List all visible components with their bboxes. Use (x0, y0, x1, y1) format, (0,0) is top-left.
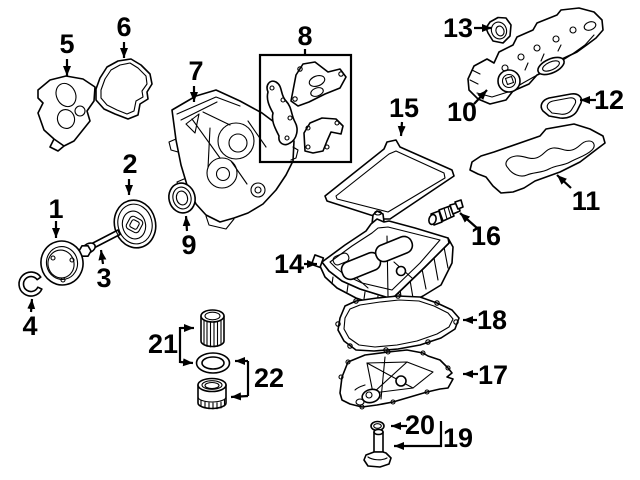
part-10-valve-cover (467, 7, 604, 105)
callout-22: 22 (230, 357, 284, 401)
callout-13: 13 (443, 13, 492, 43)
part-11-valve-cover-gasket (469, 123, 606, 194)
callout-11: 11 (556, 174, 601, 216)
callout-17-label: 17 (478, 360, 508, 390)
part-8-gasket-set (258, 53, 353, 164)
part-2-damper-pulley (113, 199, 157, 249)
callout-14: 14 (274, 249, 317, 279)
part-4-snap-ring (18, 271, 43, 297)
callout-20-label: 20 (405, 410, 435, 440)
callout-14-label: 14 (274, 249, 304, 279)
callout-19-label: 19 (443, 423, 473, 453)
part-7-timing-cover (168, 89, 299, 230)
callout-9-label: 9 (181, 230, 196, 260)
callout-17: 17 (463, 360, 508, 390)
part-3-bolt (78, 229, 121, 257)
callout-6-label: 6 (116, 12, 131, 42)
callout-3: 3 (96, 249, 112, 293)
part-12-gasket (540, 93, 583, 119)
part-18-lower-pan-gasket (335, 293, 460, 353)
callout-15-label: 15 (389, 93, 419, 123)
callout-13-label: 13 (443, 13, 473, 43)
callout-2: 2 (122, 149, 138, 195)
callout-1-label: 1 (48, 194, 63, 224)
callout-9: 9 (181, 215, 197, 260)
callout-6: 6 (116, 12, 132, 58)
part-filter-o-ring (195, 352, 231, 374)
callout-1: 1 (48, 194, 64, 238)
callout-7: 7 (188, 56, 204, 102)
callout-21-label: 21 (148, 329, 178, 359)
part-14-upper-oil-pan (310, 210, 454, 309)
part-21-oil-filter-element (200, 309, 225, 348)
part-15-oil-pan-gasket (324, 139, 455, 220)
part-1-pulley (40, 240, 84, 286)
callout-21: 21 (148, 324, 194, 367)
callout-3-label: 3 (96, 263, 111, 293)
callout-10: 10 (447, 89, 488, 127)
callout-19: 19 (394, 421, 473, 453)
callout-4-label: 4 (22, 311, 37, 341)
callout-5: 5 (59, 29, 75, 76)
callout-12-label: 12 (594, 85, 624, 115)
callout-11-label: 11 (572, 186, 601, 216)
part-20-o-ring (370, 420, 385, 432)
callout-7-label: 7 (188, 56, 203, 86)
callout-8: 8 (297, 21, 313, 55)
callout-4: 4 (22, 298, 38, 341)
part-6-gasket (95, 58, 153, 120)
callout-8-label: 8 (297, 21, 312, 51)
part-22-filter-cap (197, 377, 227, 410)
callout-16-label: 16 (471, 221, 501, 251)
callout-18: 18 (463, 305, 507, 335)
callout-18-label: 18 (477, 305, 507, 335)
callout-16: 16 (459, 212, 501, 251)
callout-22-label: 22 (254, 363, 284, 393)
part-13-filler-cap (485, 16, 512, 44)
part-9-seal (168, 182, 196, 214)
callout-15: 15 (389, 93, 419, 137)
part-16-sensor-plug (428, 199, 464, 226)
callout-2-label: 2 (122, 149, 137, 179)
callout-10-label: 10 (447, 97, 477, 127)
callout-12: 12 (580, 85, 624, 115)
part-5-gasket (37, 75, 96, 152)
callout-20: 20 (391, 410, 435, 440)
callout-5-label: 5 (59, 29, 74, 59)
part-19-drain-plug (363, 428, 392, 468)
part-17-lower-oil-pan (338, 349, 454, 410)
